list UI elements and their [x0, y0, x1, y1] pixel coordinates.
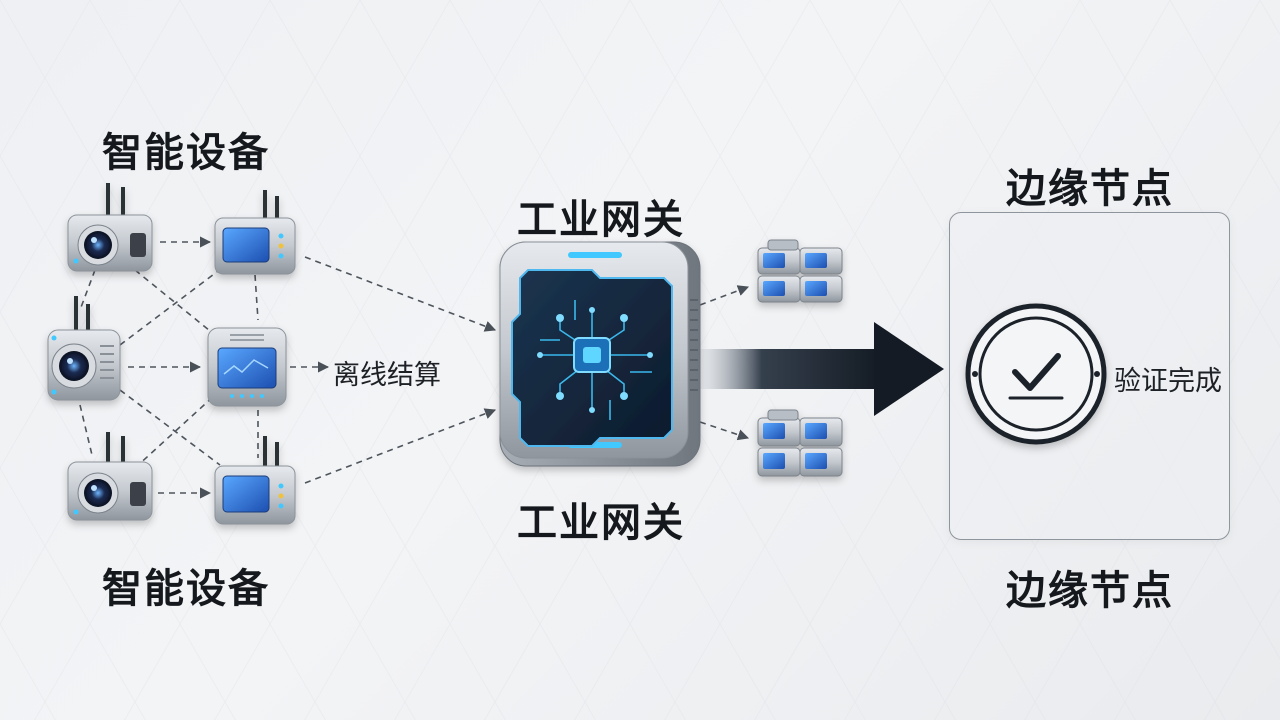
devices-title-top: 智能设备 — [102, 130, 270, 176]
screen-device-icon — [214, 190, 296, 275]
devices-title-bottom: 智能设备 — [102, 566, 270, 612]
offline-settlement-label: 离线结算 — [333, 360, 441, 391]
link-gateway-serverA — [699, 285, 750, 306]
device-connections — [79, 236, 750, 499]
edge-title-bottom: 边缘节点 — [1006, 568, 1174, 614]
gateway-title-bottom: 工业网关 — [517, 500, 685, 546]
verify-complete-label: 验证完成 — [1114, 366, 1222, 397]
edge-title-top: 边缘节点 — [1006, 166, 1174, 212]
flow-arrow — [698, 322, 944, 416]
screen-device-icon — [214, 436, 296, 525]
link-screen1-gateway — [304, 256, 497, 332]
circuit-gateway-icon — [499, 241, 701, 467]
gateway-title-top: 工业网关 — [517, 197, 685, 243]
camera-device-icon — [67, 183, 153, 272]
link-gateway-serverB — [699, 421, 750, 441]
checkmark-seal-icon — [965, 303, 1107, 445]
screen-device-icon — [207, 327, 287, 407]
camera-device-icon — [47, 296, 121, 401]
camera-device-icon — [67, 432, 153, 521]
server-stack-icon — [757, 239, 843, 477]
link-screen3-gateway — [304, 408, 497, 484]
